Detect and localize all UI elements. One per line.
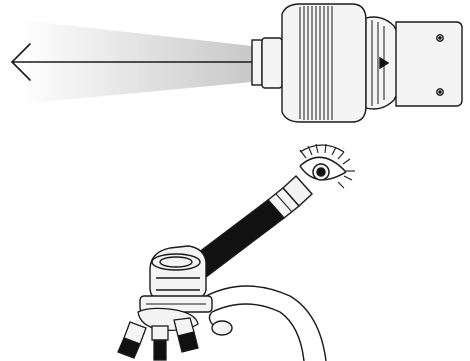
objective-lens-2 bbox=[152, 326, 168, 360]
eyepiece-camera bbox=[252, 4, 402, 122]
focus-knob bbox=[212, 321, 232, 335]
camera-front-ring bbox=[252, 40, 262, 85]
microscope-head bbox=[140, 246, 212, 312]
camera-lens-collar bbox=[262, 38, 282, 88]
mounting-bracket bbox=[396, 22, 462, 106]
microscope-arm bbox=[206, 286, 326, 361]
objective-lens-1 bbox=[118, 322, 146, 358]
objective-turret bbox=[118, 308, 198, 360]
eye-pupil bbox=[317, 168, 325, 176]
observer-eye bbox=[300, 144, 355, 188]
eye-lashes bbox=[300, 144, 355, 188]
